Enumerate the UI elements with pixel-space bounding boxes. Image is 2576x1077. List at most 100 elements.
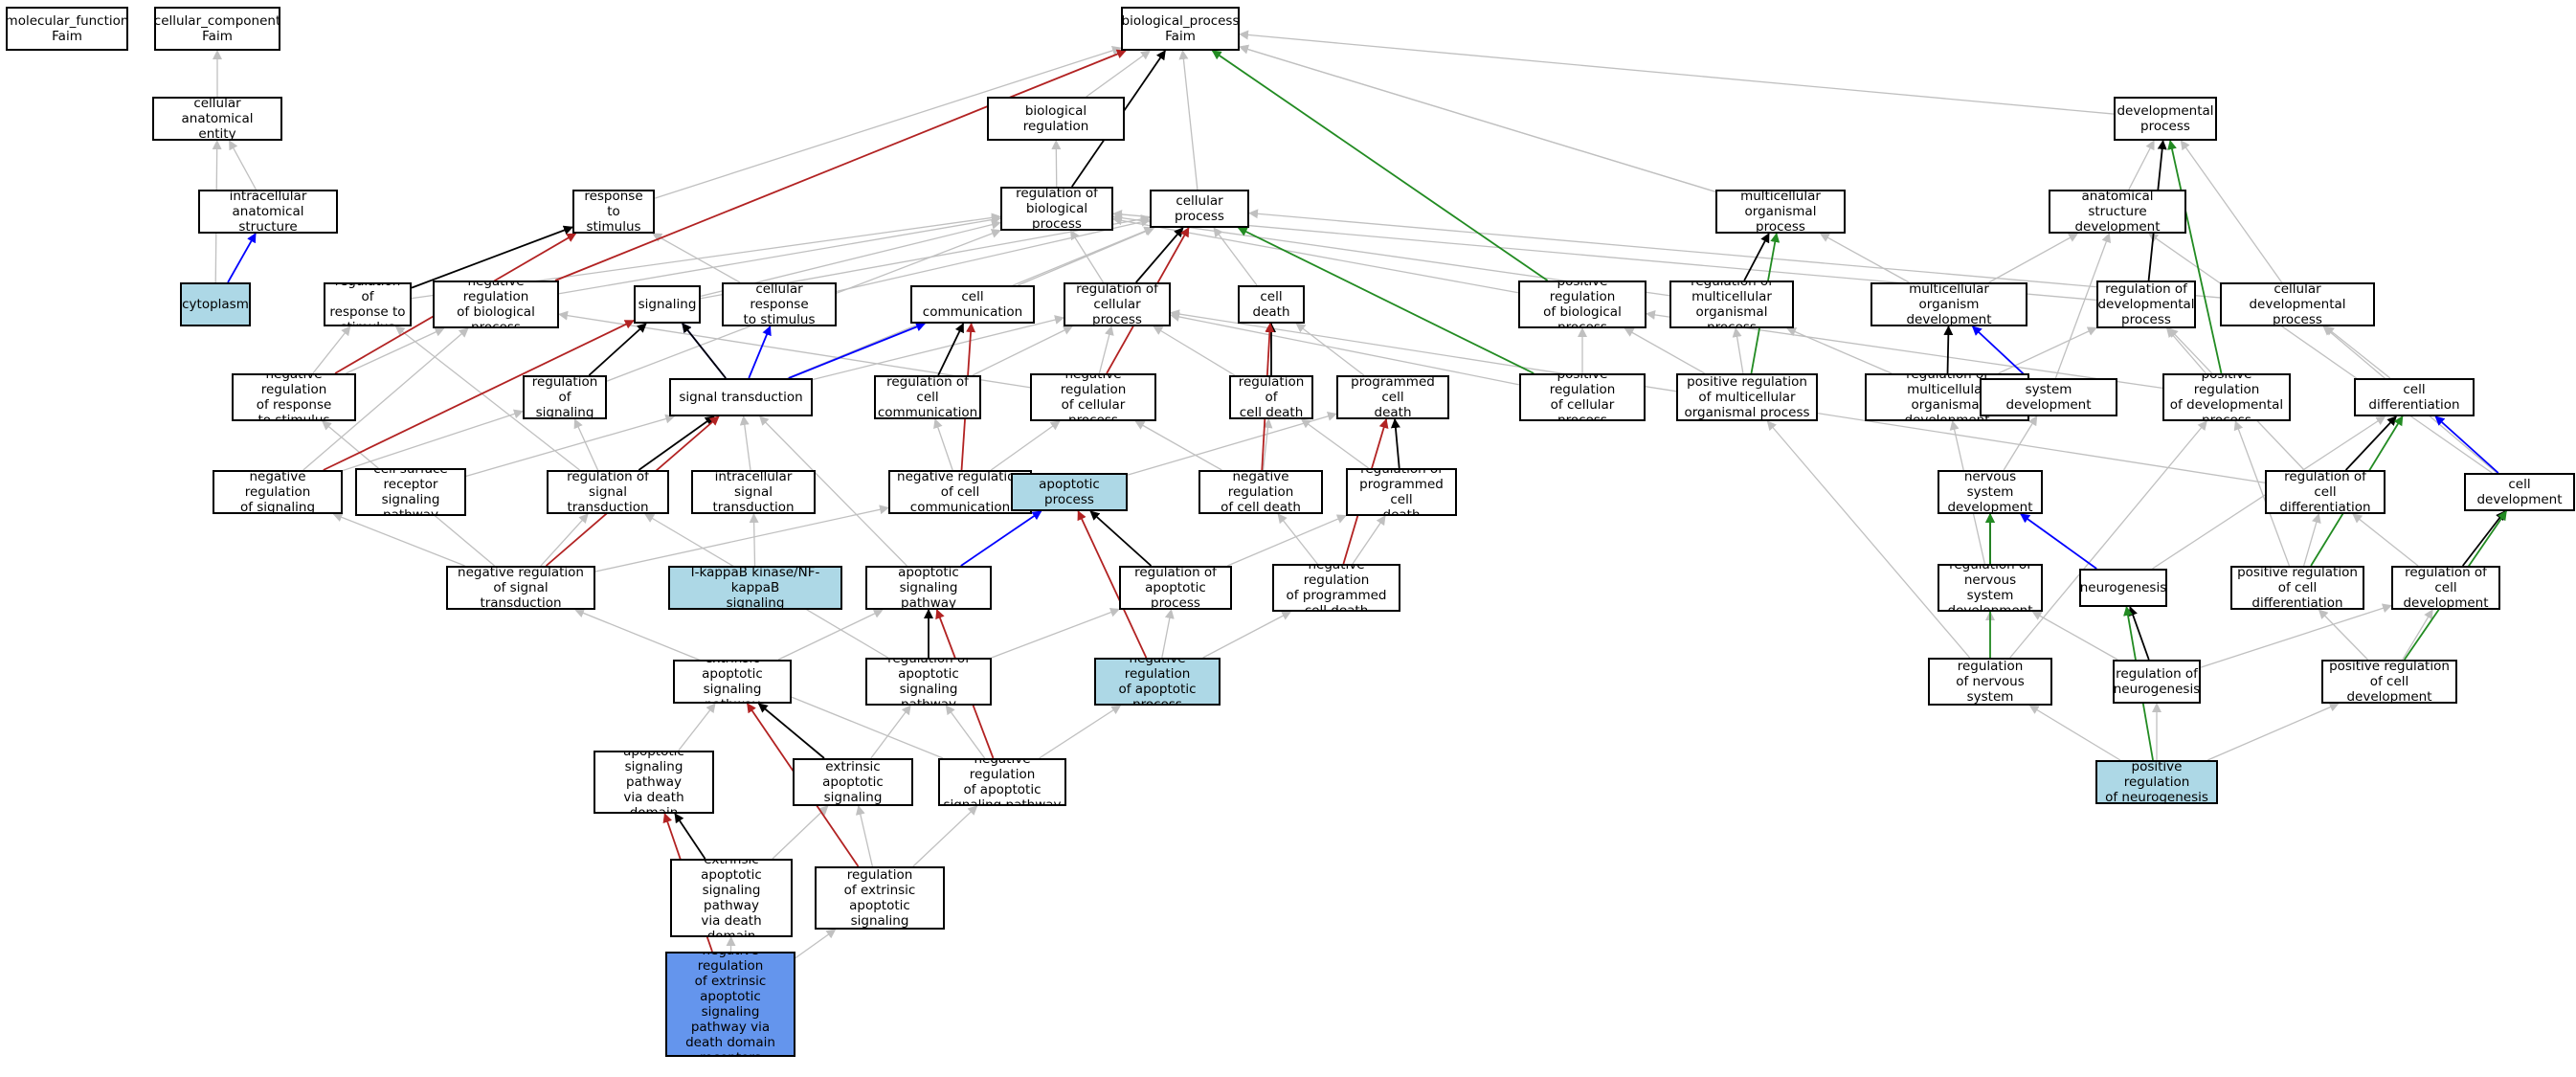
node-regulation-of-signal-transduction[interactable]: regulation of signal transduction: [547, 470, 669, 514]
node-regulation-of-cell-development[interactable]: regulation of cell development: [2391, 566, 2500, 610]
edge-is-a: [654, 46, 1122, 199]
node-cellular-developmental-process[interactable]: cellular developmental process: [2220, 282, 2375, 326]
edge-is-a: [1178, 50, 1198, 191]
node-negative-regulation-of-signal-transduction[interactable]: negative regulation of signal transducti…: [446, 566, 595, 610]
node-regulation-of-extrinsic-apoptotic-signaling-pathway[interactable]: regulation of extrinsic apoptotic signal…: [793, 758, 913, 806]
edge-is-a: [739, 415, 751, 471]
node-negative-regulation-of-signaling[interactable]: negative regulation of signaling: [213, 470, 343, 514]
node-response-to-stimulus[interactable]: response to stimulus: [572, 190, 655, 234]
node-regulation-of-cell-communication[interactable]: regulation of cell communication: [874, 375, 981, 419]
node-positive-regulation-of-neurogenesis[interactable]: positive regulation of neurogenesis: [2095, 760, 2218, 804]
node-cellular-component[interactable]: cellular_component Faim: [154, 7, 280, 51]
node-negative-regulation-of-apoptotic-process[interactable]: negative regulation of apoptotic process: [1094, 658, 1221, 706]
node-developmental-process[interactable]: developmental process: [2114, 97, 2217, 141]
node-positive-regulation-of-multicellular-organismal-process[interactable]: positive regulation of multicellular org…: [1676, 373, 1818, 421]
edge-is-a: [1732, 327, 1744, 374]
edge-is-a: [1227, 514, 1347, 567]
edge-is-a: [1239, 30, 2115, 115]
node-extrinsic-apoptotic-signaling-pathway-via-death-domain-receptors[interactable]: extrinsic apoptotic signaling pathway vi…: [594, 751, 714, 814]
edge-is-a: [1300, 418, 1370, 469]
node-negative-regulation-of-cell-communication[interactable]: negative regulation of cell communicatio…: [888, 470, 1032, 514]
node-cell-death[interactable]: cell death: [1238, 285, 1305, 324]
edge-part-of: [748, 325, 772, 379]
edge-part-of: [2434, 415, 2499, 474]
node-apoptotic-process[interactable]: apoptotic process: [1011, 473, 1128, 511]
node-anatomical-structure-development[interactable]: anatomical structure development: [2049, 190, 2186, 234]
edge-is-a: [2352, 513, 2419, 567]
node-programmed-cell-death[interactable]: programmed cell death: [1336, 375, 1449, 419]
node-cytoplasm[interactable]: cytoplasm: [180, 282, 251, 326]
node-negative-regulation-of-programmed-cell-death[interactable]: negative regulation of programmed cell d…: [1272, 564, 1400, 612]
edge-is-a: [228, 140, 258, 191]
node-regulation-of-programmed-cell-death[interactable]: regulation of programmed cell death: [1346, 468, 1457, 516]
node-molecular-function[interactable]: molecular_function Faim: [6, 7, 128, 51]
edge-is-a: [2009, 420, 2207, 659]
edge-is-a: [2233, 420, 2291, 567]
node-regulation-of-biological-process[interactable]: regulation of biological process: [1000, 187, 1113, 231]
node-intracellular-anatomical-structure[interactable]: intracellular anatomical structure: [198, 190, 338, 234]
node-cell-communication[interactable]: cell communication: [910, 285, 1035, 324]
node-regulation-of-multicellular-organismal-process[interactable]: regulation of multicellular organismal p…: [1669, 280, 1794, 328]
node-positive-regulation-of-nervous-system-development[interactable]: positive regulation of nervous system de…: [1928, 658, 2052, 706]
node-cell-differentiation[interactable]: cell differentiation: [2354, 378, 2475, 416]
node-regulation-of-apoptotic-process[interactable]: regulation of apoptotic process: [1119, 566, 1232, 610]
node-regulation-of-nervous-system-development[interactable]: regulation of nervous system development: [1938, 564, 2043, 612]
edge-is-a: [2206, 702, 2340, 761]
node-cellular-response-to-stimulus[interactable]: cellular response to stimulus: [722, 282, 837, 326]
node-biological-regulation[interactable]: biological regulation: [987, 97, 1125, 141]
node-cell-surface-receptor-signaling-pathway[interactable]: cell surface receptor signaling pathway: [355, 468, 466, 516]
node-negative-regulation-of-cell-death[interactable]: negative regulation of cell death: [1198, 470, 1323, 514]
edge-is-a: [1295, 323, 1365, 376]
node-regulation-of-developmental-process[interactable]: regulation of developmental process: [2096, 280, 2196, 328]
node-negative-regulation-of-cellular-process[interactable]: negative regulation of cellular process: [1030, 373, 1156, 421]
edge-part-of: [960, 510, 1042, 567]
node-negative-regulation-of-extrinsic-apoptotic-signaling-pathway-via-death-domain-receptors[interactable]: negative regulation of extrinsic apoptot…: [665, 952, 795, 1057]
node-signal-transduction[interactable]: signal transduction: [669, 378, 813, 416]
edge-is-a: [777, 609, 884, 661]
node-positive-regulation-of-cell-differentiation[interactable]: positive regulation of cell differentiat…: [2230, 566, 2364, 610]
node-regulation-of-cell-differentiation[interactable]: regulation of cell differentiation: [2265, 470, 2386, 514]
node-extrinsic-apoptotic-signaling-pathway[interactable]: extrinsic apoptotic signaling pathway: [673, 660, 792, 704]
node-regulation-of-signaling[interactable]: regulation of signaling: [523, 375, 607, 419]
edge-part-of: [2020, 513, 2097, 570]
node-intracellular-signal-transduction[interactable]: intracellular signal transduction: [691, 470, 816, 514]
node-negative-regulation-of-biological-process[interactable]: negative regulation of biological proces…: [433, 280, 559, 328]
node-negative-regulation-of-response-to-stimulus[interactable]: negative regulation of response to stimu…: [232, 373, 356, 421]
node-negative-regulation-of-extrinsic-apoptotic-signaling-pathway[interactable]: negative regulation of extrinsic apoptot…: [815, 866, 945, 930]
edge-is-a: [1248, 209, 2221, 299]
edge-regulates: [682, 323, 727, 379]
node-multicellular-organismal-process[interactable]: multicellular organismal process: [1715, 190, 1846, 234]
node-multicellular-organism-development[interactable]: multicellular organism development: [1870, 282, 2027, 326]
node-neurogenesis[interactable]: neurogenesis: [2079, 569, 2167, 607]
node-cellular-anatomical-entity[interactable]: cellular anatomical entity: [152, 97, 282, 141]
edge-regulates: [1943, 325, 1954, 374]
node-positive-regulation-of-biological-process[interactable]: positive regulation of biological proces…: [1518, 280, 1646, 328]
edge-is-a: [465, 414, 676, 477]
node-biological-process[interactable]: biological_process Faim: [1121, 7, 1240, 51]
node-ikappab-kinase-nfkappab-signaling[interactable]: I-kappaB kinase/NF-kappaB signaling: [668, 566, 842, 610]
node-nervous-system-development[interactable]: nervous system development: [1938, 470, 2043, 514]
edge-is-a: [540, 513, 589, 567]
edge-is-a: [394, 325, 580, 471]
node-positive-regulation-of-developmental-process[interactable]: positive regulation of developmental pro…: [2162, 373, 2291, 421]
node-negative-regulation-of-apoptotic-signaling-pathway[interactable]: negative regulation of apoptotic signali…: [938, 758, 1066, 806]
edge-regulates: [1743, 233, 1770, 281]
node-regulation-of-extrinsic-apoptotic-signaling-pathway-via-death-domain-receptors[interactable]: regulation of extrinsic apoptotic signal…: [670, 859, 793, 937]
node-cellular-process[interactable]: cellular process: [1150, 190, 1249, 228]
edge-is-a: [302, 327, 469, 471]
node-regulation-of-neurogenesis[interactable]: regulation of neurogenesis: [2113, 660, 2201, 704]
node-regulation-of-response-to-stimulus[interactable]: regulation of response to stimulus: [324, 282, 412, 326]
node-cell-development[interactable]: cell development: [2464, 473, 2575, 511]
node-regulation-of-cellular-process[interactable]: regulation of cellular process: [1064, 282, 1171, 326]
edge-is-a: [1018, 226, 1155, 286]
node-apoptotic-signaling-pathway[interactable]: apoptotic signaling pathway: [865, 566, 992, 610]
node-system-development[interactable]: system development: [1980, 378, 2117, 416]
node-regulation-of-cell-death[interactable]: regulation of cell death: [1229, 375, 1313, 419]
node-positive-regulation-of-cell-development[interactable]: positive regulation of cell development: [2321, 660, 2457, 704]
node-regulation-of-apoptotic-signaling-pathway[interactable]: regulation of apoptotic signaling pathwa…: [865, 658, 992, 706]
node-signaling[interactable]: signaling: [634, 285, 701, 324]
edge-regulates: [674, 813, 706, 860]
edge-is-a: [1988, 233, 2079, 283]
node-positive-regulation-of-cellular-process[interactable]: positive regulation of cellular process: [1519, 373, 1646, 421]
edge-is-a: [312, 325, 351, 374]
